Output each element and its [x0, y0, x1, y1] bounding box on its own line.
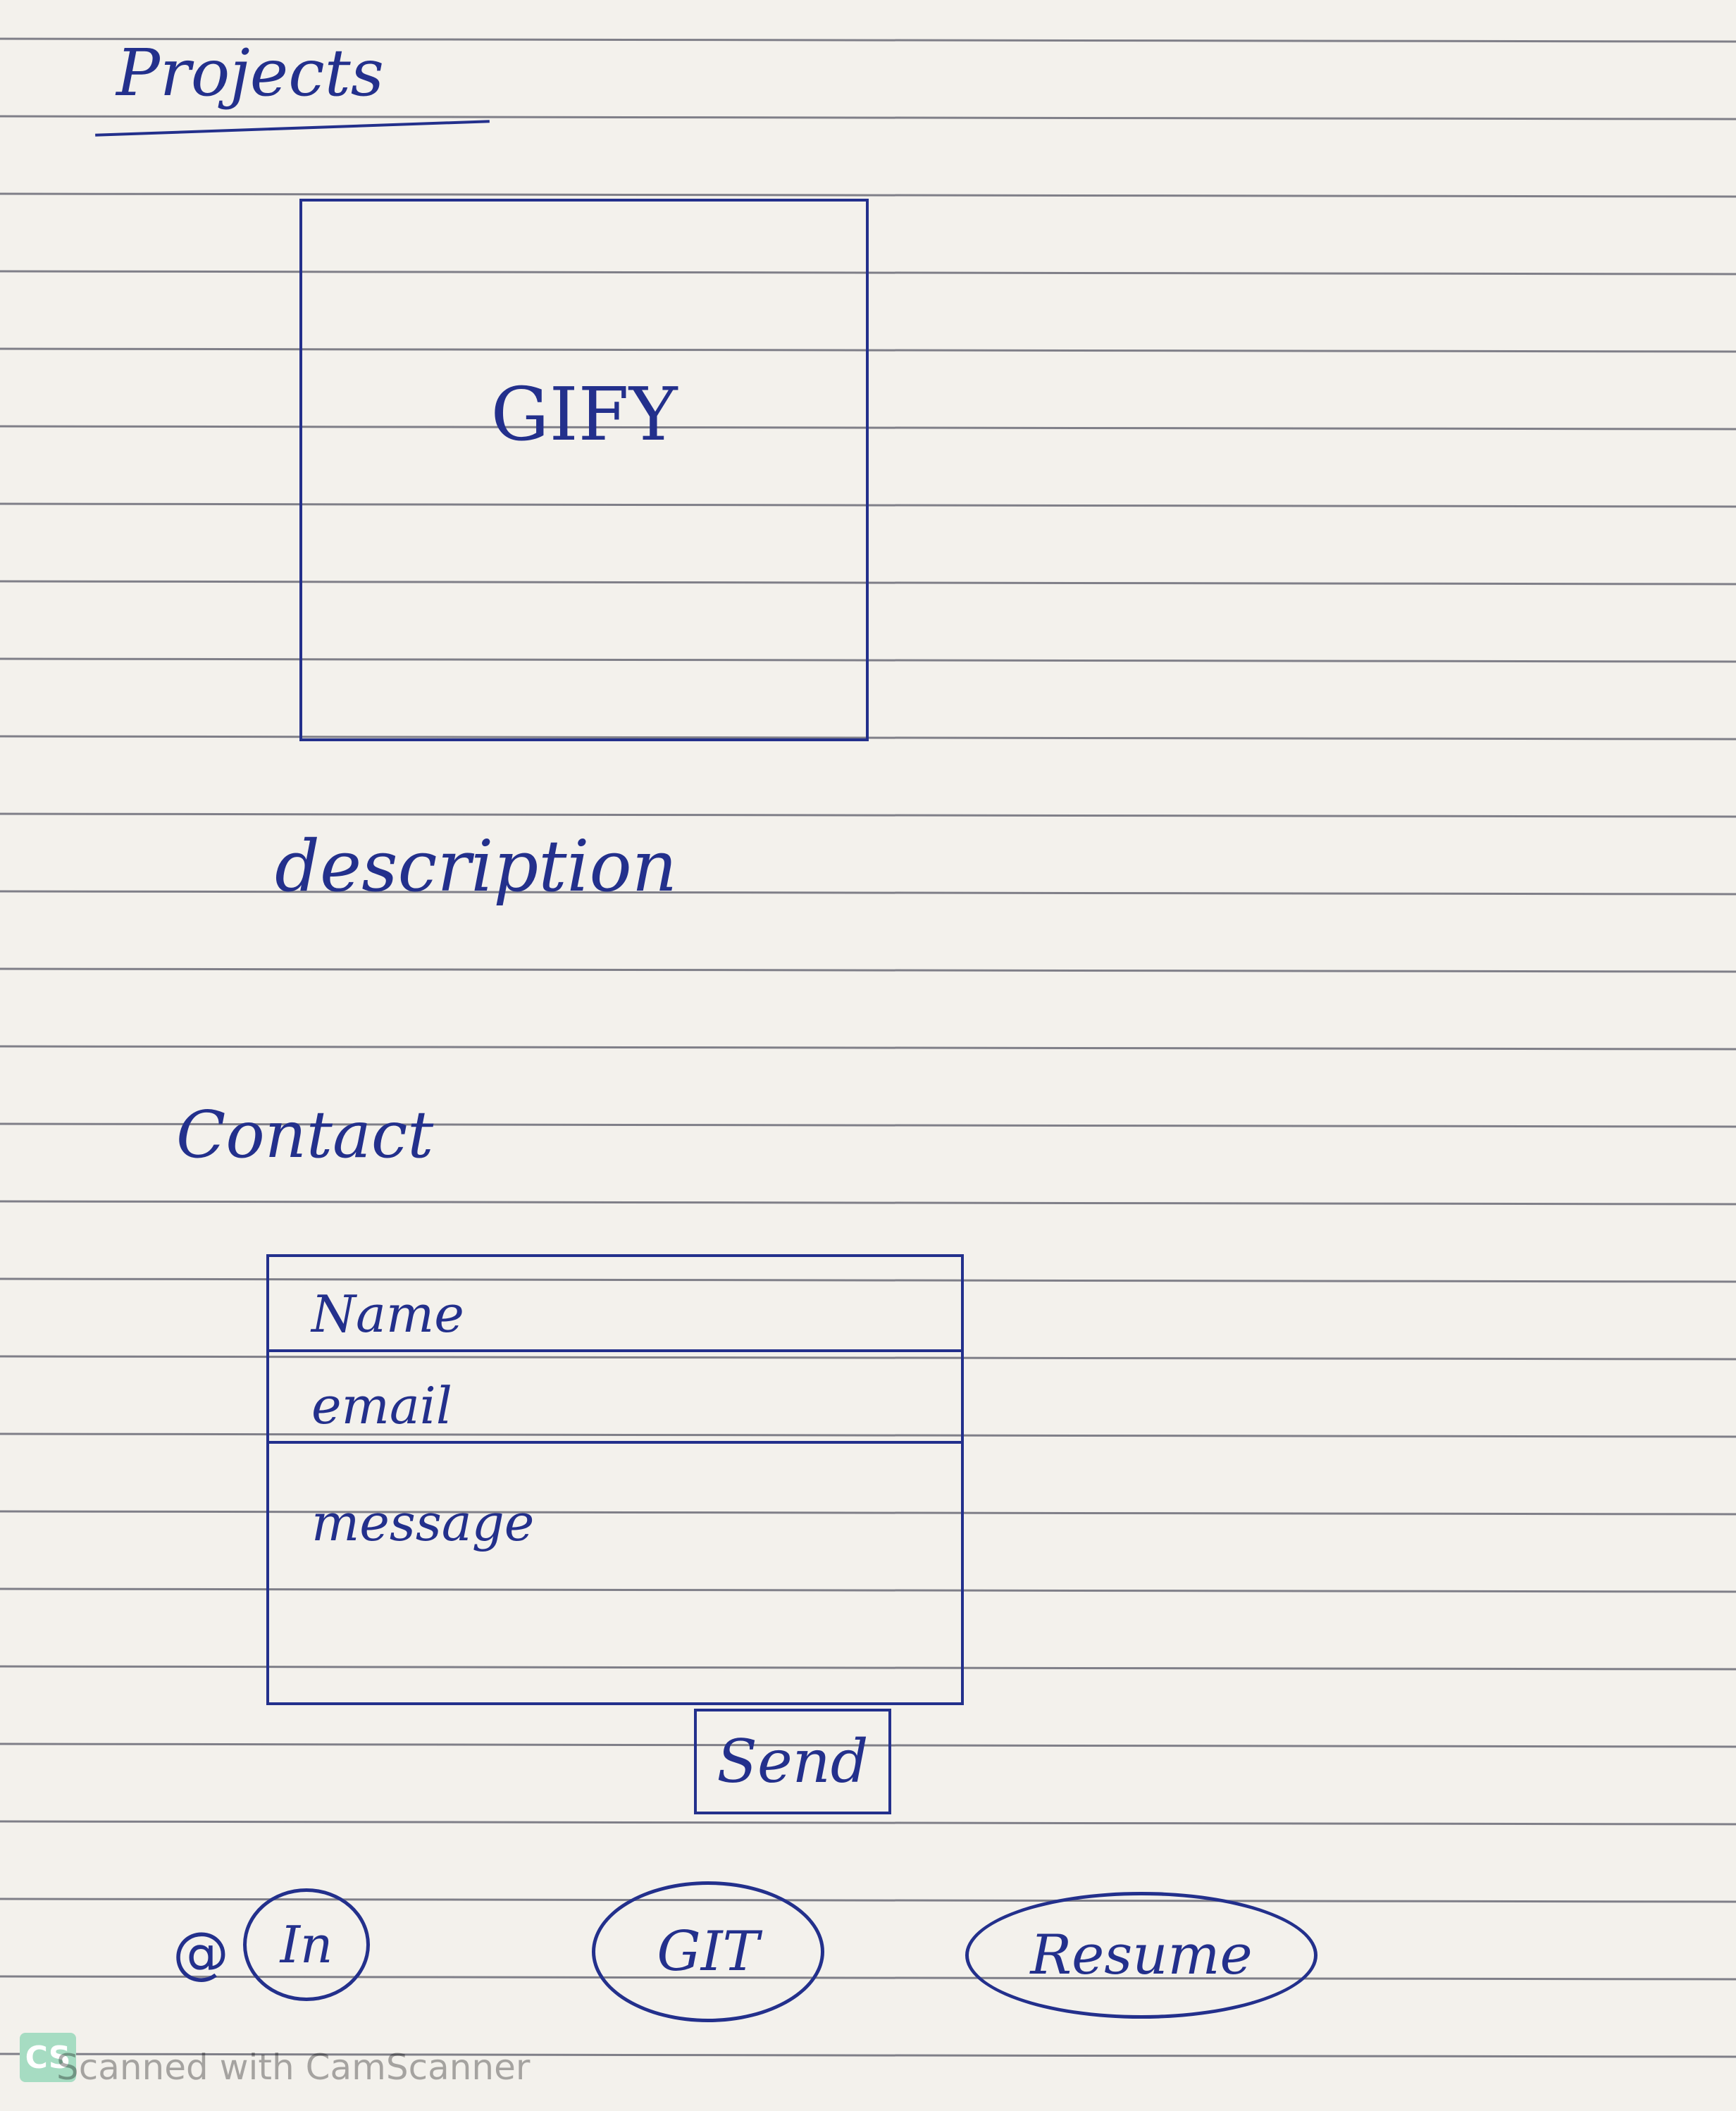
ruled-line	[0, 1820, 1736, 1826]
ruled-line	[0, 1898, 1736, 1903]
ruled-line	[0, 812, 1736, 818]
ruled-line	[0, 1587, 1736, 1593]
ruled-line	[0, 1432, 1736, 1438]
at-sign-icon: @	[173, 1920, 229, 1986]
ruled-line	[0, 1277, 1736, 1283]
project-description: description	[275, 825, 678, 908]
ruled-line	[0, 1742, 1736, 1748]
project-card-gify[interactable]: GIFY	[299, 199, 869, 741]
ruled-line	[0, 1510, 1736, 1516]
camscanner-logo-icon: CS	[20, 2033, 76, 2082]
camscanner-watermark: Scanned with CamScanner	[56, 2047, 531, 2088]
linkedin-link[interactable]: In	[243, 1888, 370, 2001]
email-field[interactable]: email	[269, 1352, 961, 1444]
ruled-line	[0, 1045, 1736, 1051]
project-card-label: GIFY	[490, 371, 678, 457]
resume-link[interactable]: Resume	[965, 1892, 1318, 2019]
contact-form: Name email message	[266, 1254, 964, 1705]
ruled-line	[0, 890, 1736, 896]
projects-heading: Projects	[116, 35, 384, 111]
github-link[interactable]: GIT	[592, 1881, 824, 2022]
ruled-line	[0, 1122, 1736, 1128]
contact-heading: Contact	[176, 1097, 434, 1172]
ruled-line	[0, 967, 1736, 973]
ruled-line	[0, 1355, 1736, 1361]
ruled-line	[0, 192, 1736, 198]
message-field-label: message	[311, 1493, 535, 1552]
ruled-line	[0, 115, 1736, 120]
ruled-line	[0, 37, 1736, 43]
ruled-line	[0, 2053, 1736, 2058]
email-field-label: email	[311, 1376, 452, 1435]
ruled-line	[0, 1665, 1736, 1671]
send-button[interactable]: Send	[694, 1709, 891, 1814]
name-field-label: Name	[311, 1284, 464, 1344]
message-field[interactable]: message	[269, 1444, 961, 1702]
name-field[interactable]: Name	[269, 1257, 961, 1352]
ruled-line	[0, 1200, 1736, 1206]
